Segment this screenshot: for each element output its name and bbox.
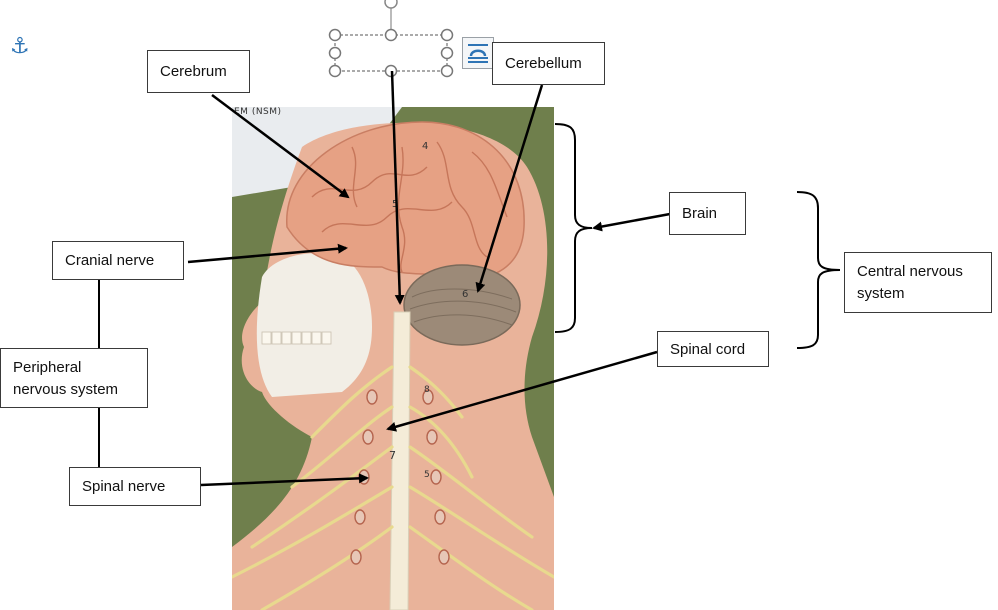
selection-handles[interactable] — [328, 28, 454, 78]
region-number: 5 — [424, 470, 430, 480]
label-central-nervous-system[interactable]: Central nervous system — [844, 252, 992, 313]
rotation-handle-icon[interactable] — [384, 0, 398, 9]
selection-frame[interactable] — [334, 34, 448, 72]
label-cranial-nerve[interactable]: Cranial nerve — [52, 241, 184, 280]
region-number: 7 — [389, 449, 396, 462]
cerebellum-folds — [409, 288, 517, 326]
region-number: 8 — [424, 385, 430, 395]
region-number: 4 — [422, 141, 428, 152]
label-spinal-nerve[interactable]: Spinal nerve — [69, 467, 201, 506]
anatomy-illustration: 4 5 6 7 8 5 — [232, 107, 554, 610]
label-peripheral-nervous-system[interactable]: Peripheral nervous system — [0, 348, 148, 408]
region-number: 6 — [462, 289, 468, 300]
teeth — [261, 331, 332, 345]
region-number: 5 — [392, 199, 398, 210]
label-cerebrum[interactable]: Cerebrum — [147, 50, 250, 93]
text-wrap-glyph — [468, 44, 488, 63]
label-cerebellum[interactable]: Cerebellum — [492, 42, 605, 85]
text-wrap-icon[interactable] — [462, 37, 494, 69]
arrow-brain — [592, 212, 671, 232]
anchor-icon[interactable]: ⚓ — [10, 33, 30, 58]
photo-caption: EM (NSM) — [234, 107, 282, 117]
label-brain[interactable]: Brain — [669, 192, 746, 235]
brain-bracket — [554, 123, 593, 333]
label-spinal-cord[interactable]: Spinal cord — [657, 331, 769, 367]
anatomy-photo: 4 5 6 7 8 5 EM (NSM) — [232, 107, 554, 610]
skull — [256, 253, 372, 397]
cns-bracket — [796, 191, 841, 349]
